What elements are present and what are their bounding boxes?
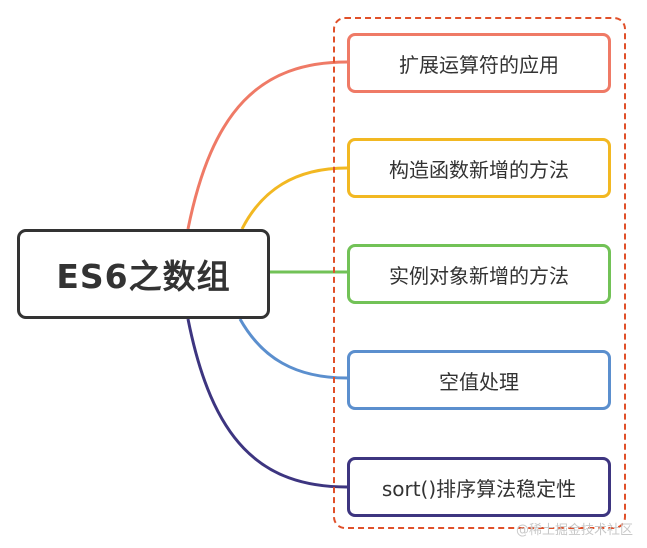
watermark: @稀土掘金技术社区 [515,523,633,538]
root-node-label: ES6之数组 [56,257,231,296]
branch-group-frame [333,17,626,529]
branch-node-2[interactable]: 实例对象新增的方法 [347,244,611,304]
branch-node-1[interactable]: 构造函数新增的方法 [347,138,611,198]
connector-line-1 [240,166,348,230]
connector-line-0 [186,60,348,230]
branch-node-3[interactable]: 空值处理 [347,350,611,410]
branch-node-4[interactable]: sort()排序算法稳定性 [347,457,611,517]
branch-node-label: sort()排序算法稳定性 [381,476,577,501]
branch-node-label: 构造函数新增的方法 [389,157,569,182]
branch-node-label: 实例对象新增的方法 [389,263,569,288]
root-node[interactable]: ES6之数组 [17,229,270,319]
branch-node-0[interactable]: 扩展运算符的应用 [347,33,611,93]
connector-line-4 [186,318,348,489]
branch-node-label: 空值处理 [439,369,519,394]
branch-node-label: 扩展运算符的应用 [399,52,559,77]
connector-line-3 [238,318,348,380]
